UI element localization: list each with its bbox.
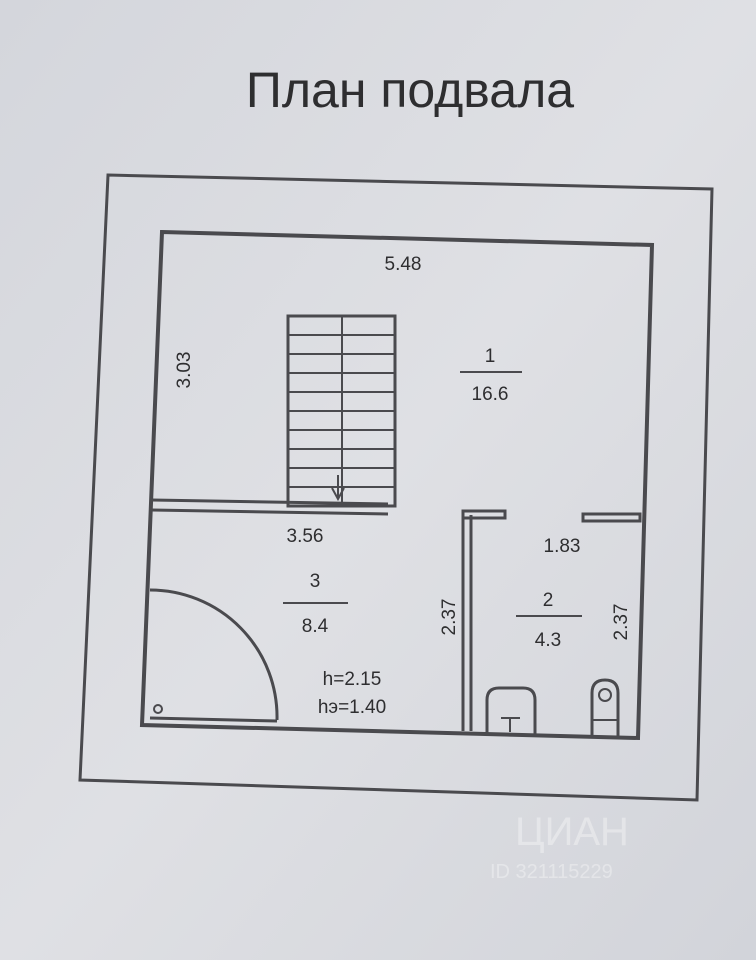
toilet-icon xyxy=(590,678,620,736)
dim-top-width: 5.48 xyxy=(385,254,422,275)
svg-text:8.4: 8.4 xyxy=(302,616,329,637)
dim-bath-width: 1.83 xyxy=(544,536,581,557)
watermark: ЦИАН ID 321115229 xyxy=(490,810,629,883)
room-1-label: 1 16.6 xyxy=(460,346,522,405)
effective-height: hэ=1.40 xyxy=(318,697,386,718)
staircase xyxy=(286,314,397,508)
dim-bath-left-height: 2.37 xyxy=(439,599,460,636)
outer-frame xyxy=(78,173,714,802)
watermark-brand: ЦИАН xyxy=(515,810,629,854)
plan-title: План подвала xyxy=(246,62,574,118)
partition-wall xyxy=(151,498,389,516)
svg-text:1: 1 xyxy=(485,346,496,367)
sink-icon xyxy=(485,686,537,734)
outer-walls xyxy=(139,229,655,741)
door-swing xyxy=(149,588,279,723)
svg-text:4.3: 4.3 xyxy=(535,630,561,651)
bathroom-partition xyxy=(461,509,642,731)
ceiling-height: h=2.15 xyxy=(323,669,382,690)
room-2-label: 2 4.3 xyxy=(516,590,582,651)
dim-left-height: 3.03 xyxy=(174,352,195,389)
svg-text:3: 3 xyxy=(310,571,321,592)
watermark-id: ID 321115229 xyxy=(490,861,613,883)
svg-text:2: 2 xyxy=(543,590,554,611)
svg-text:16.6: 16.6 xyxy=(472,384,509,405)
room-3-label: 3 8.4 xyxy=(283,571,348,637)
dim-lower-width: 3.56 xyxy=(287,526,324,547)
dim-bath-right-height: 2.37 xyxy=(611,604,632,641)
